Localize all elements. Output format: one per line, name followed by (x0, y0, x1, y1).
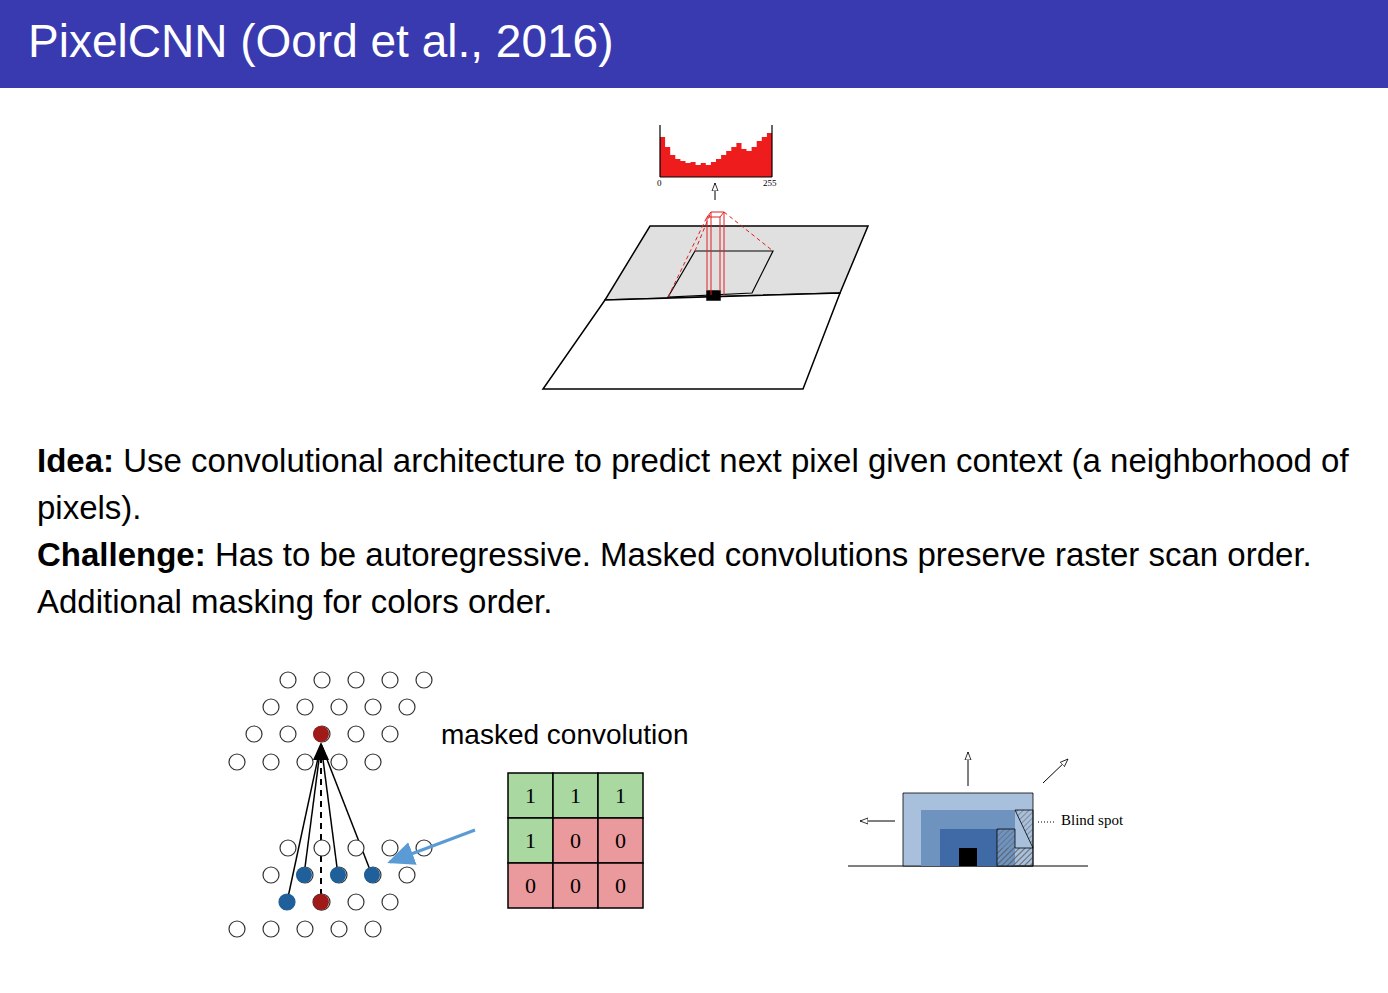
axis-label: 255 (763, 178, 777, 188)
mask-grid (508, 773, 643, 908)
histogram (660, 125, 772, 200)
mask-value: 0 (525, 873, 536, 899)
image-plane (543, 212, 868, 389)
mask-value: 0 (570, 828, 581, 854)
blind-spot-figure (848, 752, 1088, 866)
mask-value: 0 (615, 828, 626, 854)
mask-value: 1 (525, 783, 536, 809)
body-text: Idea: Use convolutional architecture to … (37, 437, 1352, 625)
slide-title: PixelCNN (Oord et al., 2016) (28, 14, 613, 68)
mask-value: 0 (570, 873, 581, 899)
mask-value: 1 (615, 783, 626, 809)
idea-heading: Idea: (37, 442, 114, 479)
mask-value: 1 (570, 783, 581, 809)
pointer-arrow (390, 830, 475, 862)
idea-text: Use convolutional architecture to predic… (37, 442, 1349, 526)
figure-label: masked convolution (441, 719, 688, 751)
blind-spot-label: Blind spot (1061, 812, 1123, 829)
challenge-text: Has to be autoregressive. Masked convolu… (37, 536, 1312, 620)
pixel-layers (229, 672, 432, 937)
challenge-heading: Challenge: (37, 536, 206, 573)
axis-label: 0 (657, 178, 662, 188)
mask-value: 0 (615, 873, 626, 899)
mask-value: 1 (525, 828, 536, 854)
